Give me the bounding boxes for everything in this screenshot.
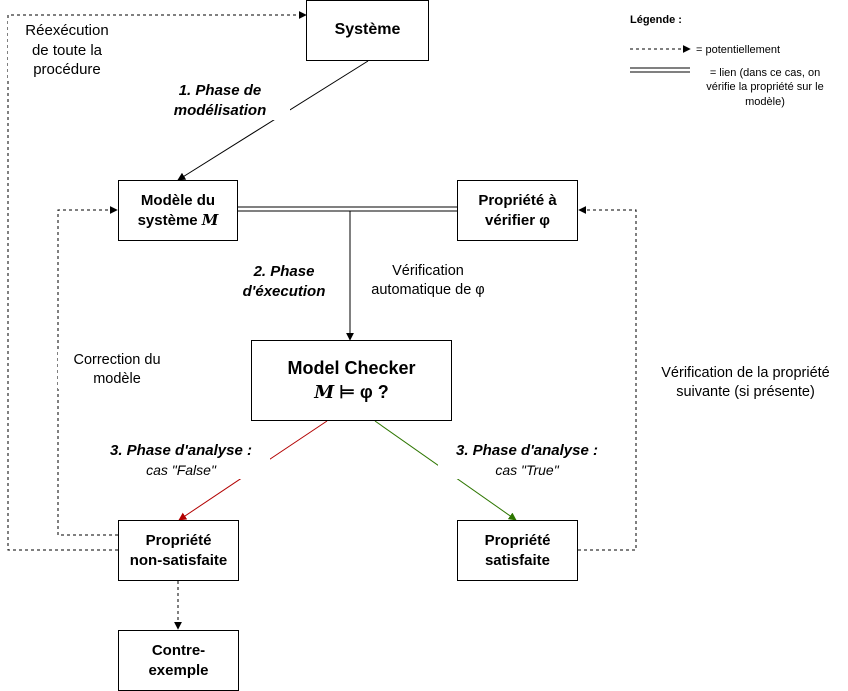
label-reexec-line3: procédure xyxy=(33,61,101,78)
node-non-satisfaite: Propriété non-satisfaite xyxy=(118,520,239,581)
node-propriete: Propriété à vérifier φ xyxy=(457,180,578,241)
node-non-sat-line1: Propriété xyxy=(145,532,212,549)
node-contre-exemple: Contre- exemple xyxy=(118,630,239,691)
legend-title: Légende : xyxy=(630,14,682,26)
label-suivante-line2: suivante (si présente) xyxy=(676,383,815,400)
legend-dashed-text: = potentiellement xyxy=(696,44,781,56)
label-verif-line2: automatique de φ xyxy=(371,281,485,298)
label-reexec-line2: de toute la xyxy=(31,41,103,59)
node-systeme: Système xyxy=(306,0,429,61)
label-analyse-true-line2: cas "True" xyxy=(495,461,559,478)
legend-link-line1: = lien (dans ce cas, on xyxy=(709,67,821,79)
node-satisfaite: Propriété satisfaite xyxy=(457,520,578,581)
label-phase1-line1: 1. Phase de xyxy=(178,82,262,99)
legend-link-line2: vérifie la propriété sur le xyxy=(706,81,824,94)
label-analyse-false-line1: 3. Phase d'analyse : xyxy=(110,442,252,459)
node-modele-line1: Modèle du xyxy=(140,192,216,209)
node-sat-line1: Propriété xyxy=(484,532,551,549)
node-non-sat-line2: non-satisfaite xyxy=(129,551,228,569)
label-reexec-line1: Réexécution xyxy=(25,22,109,39)
node-checker-formula: ⊨ φ ? xyxy=(334,382,389,402)
label-phase1-line2: modélisation xyxy=(173,101,267,119)
label-analyse-false: 3. Phase d'analyse : cas "False" xyxy=(92,441,270,479)
legend-link-text: = lien (dans ce cas, on vérifie la propr… xyxy=(692,66,838,109)
node-sat-line2: satisfaite xyxy=(484,551,551,569)
node-checker-line1: Model Checker xyxy=(287,357,416,378)
label-suivante-line1: Vérification de la propriété xyxy=(661,365,830,381)
node-modele: Modèle du système M xyxy=(118,180,238,241)
node-propriete-line2: vérifier φ xyxy=(485,211,550,229)
label-verif-line1: Vérification xyxy=(392,263,464,279)
label-phase2-line2: d'éxecution xyxy=(242,282,326,300)
label-phase2: 2. Phase d'éxecution xyxy=(222,262,346,301)
node-model-checker: Model Checker M ⊨ φ ? xyxy=(251,340,452,421)
edge-modelisation xyxy=(177,60,369,181)
node-contre-line1: Contre- xyxy=(151,642,206,659)
math-symbol-m: M xyxy=(314,382,335,403)
legend-link-line3: modèle) xyxy=(745,95,785,108)
label-correction-line1: Correction du xyxy=(73,352,161,368)
edge-reexecution xyxy=(7,11,307,551)
node-modele-word: système xyxy=(137,211,198,229)
node-propriete-line1: Propriété à xyxy=(478,192,557,209)
label-correction: Correction du modèle xyxy=(58,351,176,389)
label-phase1: 1. Phase de modélisation xyxy=(150,81,290,120)
node-systeme-label: Système xyxy=(334,21,401,39)
label-analyse-true: 3. Phase d'analyse : cas "True" xyxy=(438,441,616,479)
node-checker-line2: M ⊨ φ ? xyxy=(314,380,389,405)
math-symbol-m: M xyxy=(201,210,219,229)
label-phase2-line1: 2. Phase xyxy=(253,263,315,280)
label-reexecution: Réexécution de toute la procédure xyxy=(8,21,126,80)
node-modele-line2: système M xyxy=(138,211,219,231)
label-suivante: Vérification de la propriété suivante (s… xyxy=(643,364,848,402)
label-analyse-true-line1: 3. Phase d'analyse : xyxy=(456,442,598,459)
label-analyse-false-line2: cas "False" xyxy=(146,461,216,478)
node-contre-line2: exemple xyxy=(148,661,209,679)
edge-suivante xyxy=(578,206,637,551)
label-correction-line2: modèle xyxy=(93,370,141,387)
label-verification: Vérification automatique de φ xyxy=(360,262,496,300)
